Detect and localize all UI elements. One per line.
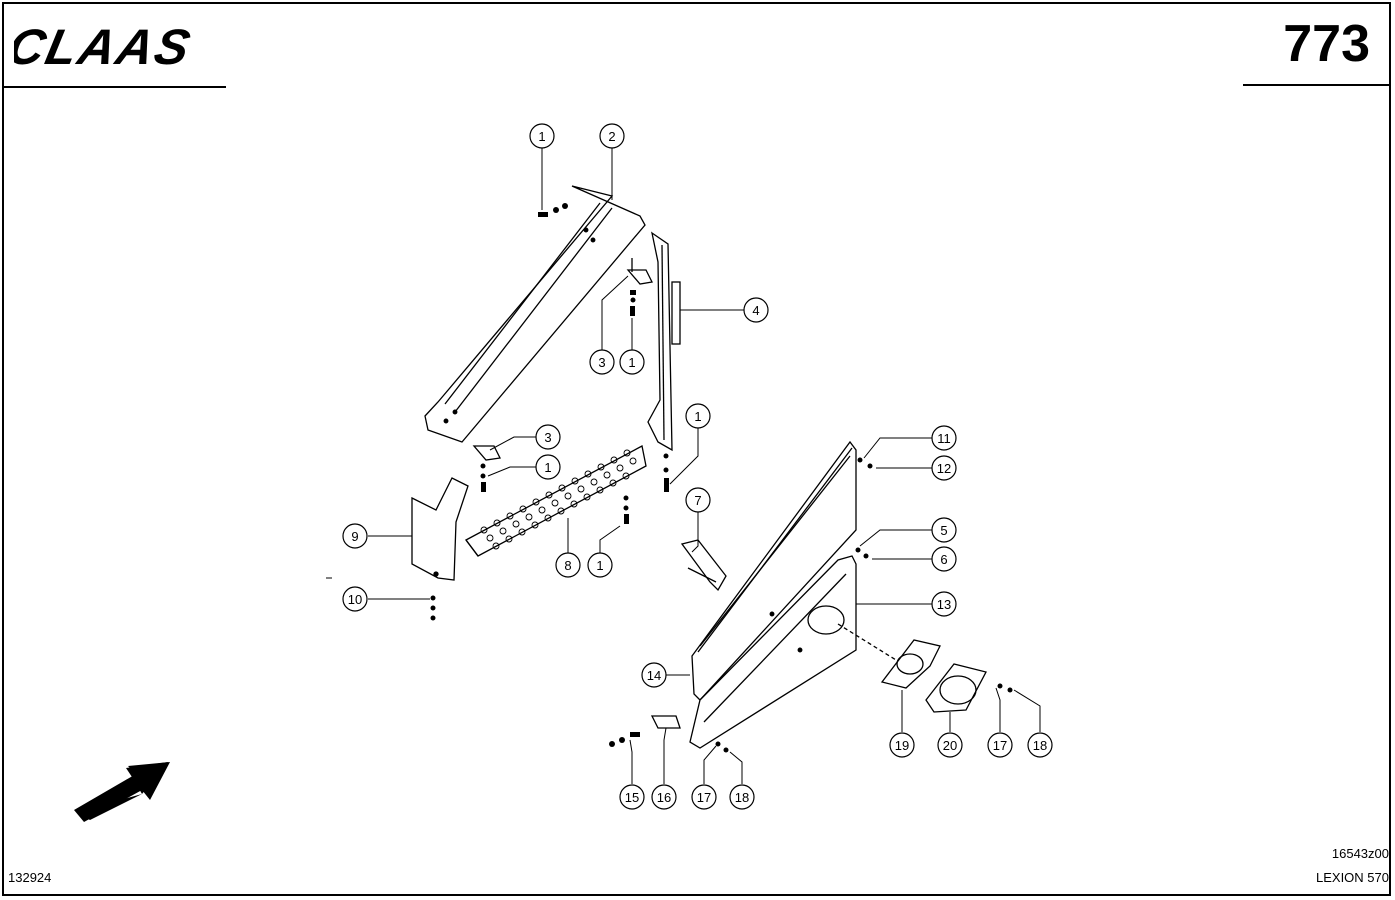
- callout-marker: 1: [529, 123, 555, 149]
- forward-direction-arrow-icon: [74, 762, 170, 822]
- svg-text:4: 4: [752, 303, 759, 318]
- svg-text:18: 18: [1033, 738, 1047, 753]
- part-perforated-plate: [465, 445, 647, 557]
- part-clip-lower: [650, 715, 681, 729]
- svg-text:19: 19: [895, 738, 909, 753]
- svg-text:1: 1: [538, 129, 545, 144]
- callout-marker: 19: [889, 732, 915, 758]
- svg-text:3: 3: [544, 430, 551, 445]
- callout-marker: 17: [987, 732, 1013, 758]
- machine-model: LEXION 570: [1316, 870, 1389, 885]
- svg-text:17: 17: [993, 738, 1007, 753]
- svg-text:3: 3: [598, 355, 605, 370]
- svg-text:1: 1: [694, 409, 701, 424]
- callout-marker: 10: [342, 586, 368, 612]
- svg-text:15: 15: [625, 790, 639, 805]
- callout-marker: 11: [931, 425, 957, 451]
- callout-marker: 2: [599, 123, 625, 149]
- callout-marker: 3: [589, 349, 615, 375]
- callout-marker: 13: [931, 591, 957, 617]
- svg-text:16: 16: [657, 790, 671, 805]
- callout-marker: 5: [931, 517, 957, 543]
- callout-marker: 8: [555, 552, 581, 578]
- svg-text:17: 17: [697, 790, 711, 805]
- svg-text:18: 18: [735, 790, 749, 805]
- part-vertical-channel: [647, 231, 681, 452]
- svg-text:5: 5: [940, 523, 947, 538]
- svg-text:11: 11: [937, 431, 951, 446]
- callout-marker: 16: [651, 784, 677, 810]
- svg-text:20: 20: [943, 738, 957, 753]
- svg-text:2: 2: [608, 129, 615, 144]
- part-mounting-plate: [689, 555, 857, 749]
- svg-text:9: 9: [351, 529, 358, 544]
- leader-lines: [368, 148, 1041, 784]
- svg-text:1: 1: [628, 355, 635, 370]
- svg-text:10: 10: [348, 592, 362, 607]
- part-clip-middle: [472, 445, 501, 461]
- svg-text:1: 1: [544, 460, 551, 475]
- svg-text:1: 1: [596, 558, 603, 573]
- part-clip-upper: [626, 258, 653, 285]
- part-large-panel: [691, 440, 857, 701]
- callout-marker: 1: [619, 349, 645, 375]
- svg-text:12: 12: [937, 461, 951, 476]
- callout-marker: 18: [729, 784, 755, 810]
- page-number: 773: [1283, 15, 1370, 73]
- svg-text:13: 13: [937, 597, 951, 612]
- drawing-code: 16543z00: [1331, 846, 1389, 861]
- callout-marker: 9: [342, 523, 368, 549]
- callout-marker: 17: [691, 784, 717, 810]
- callout-marker: 1: [685, 403, 711, 429]
- callout-marker: 1: [535, 454, 561, 480]
- callout-marker: 3: [535, 424, 561, 450]
- svg-text:7: 7: [694, 493, 701, 508]
- part-gasket: [880, 639, 941, 689]
- part-bracket-long: [424, 185, 646, 443]
- document-id: 132924: [8, 870, 52, 885]
- perforation-holes: [480, 449, 637, 550]
- callout-marker: 4: [743, 297, 769, 323]
- part-side-plate: [411, 477, 469, 581]
- callout-marker: 6: [931, 546, 957, 572]
- callout-markers: 1 2 4 3 1 1 3 1 11 12 7 9 8 1 5 6 13 10 …: [342, 123, 1053, 810]
- callout-marker: 14: [641, 662, 667, 688]
- svg-text:6: 6: [940, 552, 947, 567]
- callout-marker: 15: [619, 784, 645, 810]
- logo-wordmark: CLAAS: [14, 22, 197, 70]
- callout-marker: 12: [931, 455, 957, 481]
- callout-marker: 7: [685, 487, 711, 513]
- part-cover: [925, 663, 987, 713]
- svg-text:14: 14: [647, 668, 661, 683]
- part-angle-bracket: [680, 539, 727, 592]
- fasteners: [430, 203, 1013, 753]
- page-number-underline: [1243, 84, 1391, 86]
- callout-marker: 1: [587, 552, 613, 578]
- svg-text:8: 8: [564, 558, 571, 573]
- callout-marker: 20: [937, 732, 963, 758]
- logo-underline: [2, 86, 226, 88]
- callout-marker: 18: [1027, 732, 1053, 758]
- claas-logo: CLAAS: [14, 22, 197, 70]
